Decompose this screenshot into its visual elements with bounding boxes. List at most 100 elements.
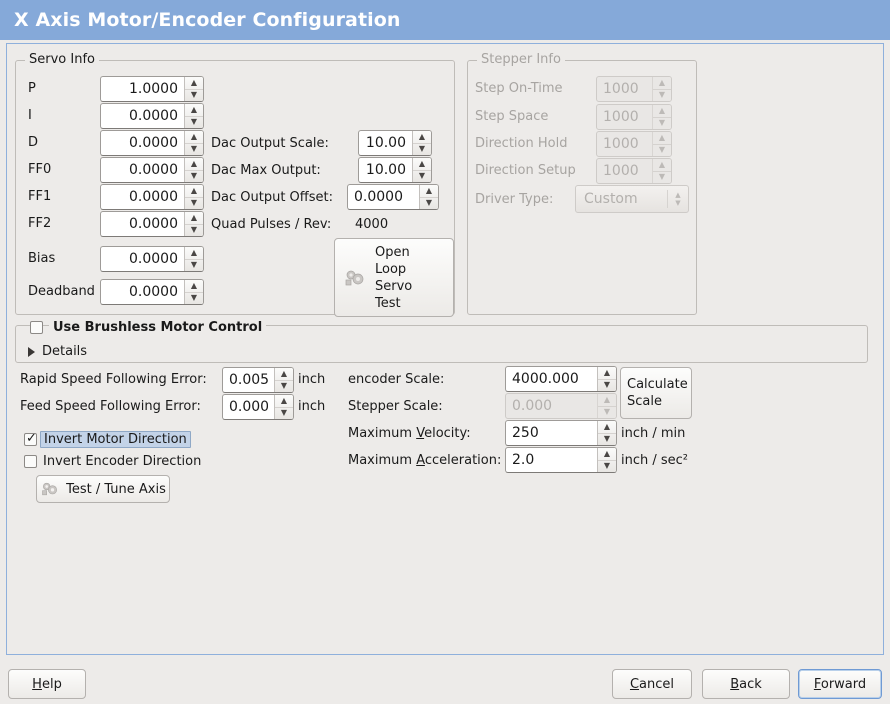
servo-ff0-stepper[interactable]: ▲▼ [184, 158, 203, 182]
servo-ff0-input[interactable] [101, 158, 184, 182]
dac-output-scale-stepper[interactable]: ▲▼ [412, 131, 431, 155]
details-expander[interactable]: Details [28, 344, 87, 359]
spin-down-icon[interactable]: ▼ [420, 196, 438, 210]
servo-d-stepper[interactable]: ▲▼ [184, 131, 203, 155]
spin-up-icon[interactable]: ▲ [190, 158, 198, 168]
spin-down-icon[interactable]: ▼ [275, 406, 293, 420]
servo-p-stepper[interactable]: ▲▼ [184, 77, 203, 101]
encoder-scale-spinner[interactable]: ▲▼ [505, 366, 617, 392]
dac-max-output-input[interactable] [359, 158, 412, 182]
dac-output-scale-spinner[interactable]: ▲▼ [358, 130, 432, 156]
forward-button[interactable]: Forward [798, 669, 882, 699]
maximum-acceleration-spinner[interactable]: ▲▼ [505, 447, 617, 473]
spin-up-icon[interactable]: ▲ [280, 368, 288, 378]
dac-output-offset-stepper[interactable]: ▲▼ [419, 185, 438, 209]
spin-down-icon[interactable]: ▼ [185, 196, 203, 210]
rapid-following-error-stepper[interactable]: ▲▼ [274, 368, 293, 392]
servo-p-spinner[interactable]: ▲▼ [100, 76, 204, 102]
spin-down-icon[interactable]: ▼ [413, 142, 431, 156]
back-button[interactable]: Back [702, 669, 790, 699]
spin-up-icon[interactable]: ▲ [190, 185, 198, 195]
invert-encoder-direction-checkbox[interactable]: Invert Encoder Direction [24, 454, 201, 469]
servo-ff0-spinner[interactable]: ▲▼ [100, 157, 204, 183]
maximum-velocity-stepper[interactable]: ▲▼ [597, 421, 616, 445]
spin-down-icon[interactable]: ▼ [185, 115, 203, 129]
spin-down-icon[interactable]: ▼ [275, 379, 293, 393]
feed-following-error-stepper[interactable]: ▲▼ [274, 395, 293, 419]
servo-ff2-stepper[interactable]: ▲▼ [184, 212, 203, 236]
servo-i-input[interactable] [101, 104, 184, 128]
servo-bias-stepper[interactable]: ▲▼ [184, 247, 203, 271]
encoder-scale-stepper[interactable]: ▲▼ [597, 367, 616, 391]
spin-up-icon[interactable]: ▲ [418, 131, 426, 141]
dac-output-offset-spinner[interactable]: ▲▼ [347, 184, 439, 210]
servo-bias-spinner[interactable]: ▲▼ [100, 246, 204, 272]
spin-down-icon[interactable]: ▼ [185, 258, 203, 272]
servo-deadband-input[interactable] [101, 280, 184, 304]
use-brushless-motor-control-checkbox[interactable]: Use Brushless Motor Control [30, 320, 267, 335]
feed-following-error-spinner[interactable]: ▲▼ [222, 394, 294, 420]
stepper-scale-spinner: ▲▼ [505, 393, 617, 419]
maximum-acceleration-input[interactable] [506, 448, 597, 472]
spin-up-icon[interactable]: ▲ [603, 448, 611, 458]
maximum-acceleration-stepper[interactable]: ▲▼ [597, 448, 616, 472]
dac-output-scale-input[interactable] [359, 131, 412, 155]
servo-ff1-stepper[interactable]: ▲▼ [184, 185, 203, 209]
feed-following-error-input[interactable] [223, 395, 274, 419]
checkbox-box[interactable]: ✓ [24, 432, 37, 446]
test-tune-axis-button[interactable]: Test / Tune Axis [36, 475, 170, 503]
rapid-following-error-spinner[interactable]: ▲▼ [222, 367, 294, 393]
invert-motor-direction-checkbox[interactable]: ✓ Invert Motor Direction [24, 431, 191, 448]
cancel-button[interactable]: Cancel [612, 669, 692, 699]
maximum-velocity-input[interactable] [506, 421, 597, 445]
spin-down-icon[interactable]: ▼ [185, 291, 203, 305]
spin-up-icon[interactable]: ▲ [190, 280, 198, 290]
encoder-scale-input[interactable] [506, 367, 597, 391]
servo-ff2-spinner[interactable]: ▲▼ [100, 211, 204, 237]
checkbox-box[interactable] [24, 455, 37, 468]
maximum-velocity-spinner[interactable]: ▲▼ [505, 420, 617, 446]
servo-bias-input[interactable] [101, 247, 184, 271]
spin-up-icon[interactable]: ▲ [190, 247, 198, 257]
spin-up-icon[interactable]: ▲ [190, 131, 198, 141]
spin-down-icon[interactable]: ▼ [185, 142, 203, 156]
servo-d-input[interactable] [101, 131, 184, 155]
dac-max-output-stepper[interactable]: ▲▼ [412, 158, 431, 182]
spin-up-icon[interactable]: ▲ [190, 212, 198, 222]
direction-setup-label: Direction Setup [475, 163, 576, 178]
servo-deadband-spinner[interactable]: ▲▼ [100, 279, 204, 305]
rapid-following-error-input[interactable] [223, 368, 274, 392]
servo-ff2-input[interactable] [101, 212, 184, 236]
servo-i-stepper[interactable]: ▲▼ [184, 104, 203, 128]
spin-down-icon[interactable]: ▼ [185, 223, 203, 237]
spin-up-icon[interactable]: ▲ [418, 158, 426, 168]
spin-up-icon[interactable]: ▲ [603, 421, 611, 431]
spin-down-icon[interactable]: ▼ [598, 432, 616, 446]
spin-up-icon[interactable]: ▲ [190, 104, 198, 114]
max-velocity-label-pre: Maximum [348, 426, 417, 441]
open-loop-servo-test-button[interactable]: Open Loop Servo Test [334, 238, 454, 317]
spin-up-icon[interactable]: ▲ [280, 395, 288, 405]
calculate-scale-button[interactable]: Calculate Scale [620, 367, 692, 419]
servo-ff1-spinner[interactable]: ▲▼ [100, 184, 204, 210]
spin-down-icon[interactable]: ▼ [185, 88, 203, 102]
dac-max-output-spinner[interactable]: ▲▼ [358, 157, 432, 183]
spin-down-icon[interactable]: ▼ [598, 378, 616, 392]
servo-d-spinner[interactable]: ▲▼ [100, 130, 204, 156]
spin-down-icon[interactable]: ▼ [413, 169, 431, 183]
direction-hold-input [597, 132, 652, 156]
servo-ff1-input[interactable] [101, 185, 184, 209]
servo-p-input[interactable] [101, 77, 184, 101]
help-button[interactable]: Help [8, 669, 86, 699]
spin-up-icon[interactable]: ▲ [603, 367, 611, 377]
spin-up-icon[interactable]: ▲ [425, 185, 433, 195]
spin-down-icon[interactable]: ▼ [185, 169, 203, 183]
servo-deadband-stepper[interactable]: ▲▼ [184, 280, 203, 304]
max-velocity-mnemonic: V [416, 426, 425, 441]
dac-output-offset-input[interactable] [348, 185, 419, 209]
servo-i-spinner[interactable]: ▲▼ [100, 103, 204, 129]
spin-up-icon[interactable]: ▲ [190, 77, 198, 87]
checkbox-box[interactable] [30, 321, 43, 334]
triangle-right-icon[interactable] [28, 346, 35, 357]
spin-down-icon[interactable]: ▼ [598, 459, 616, 473]
